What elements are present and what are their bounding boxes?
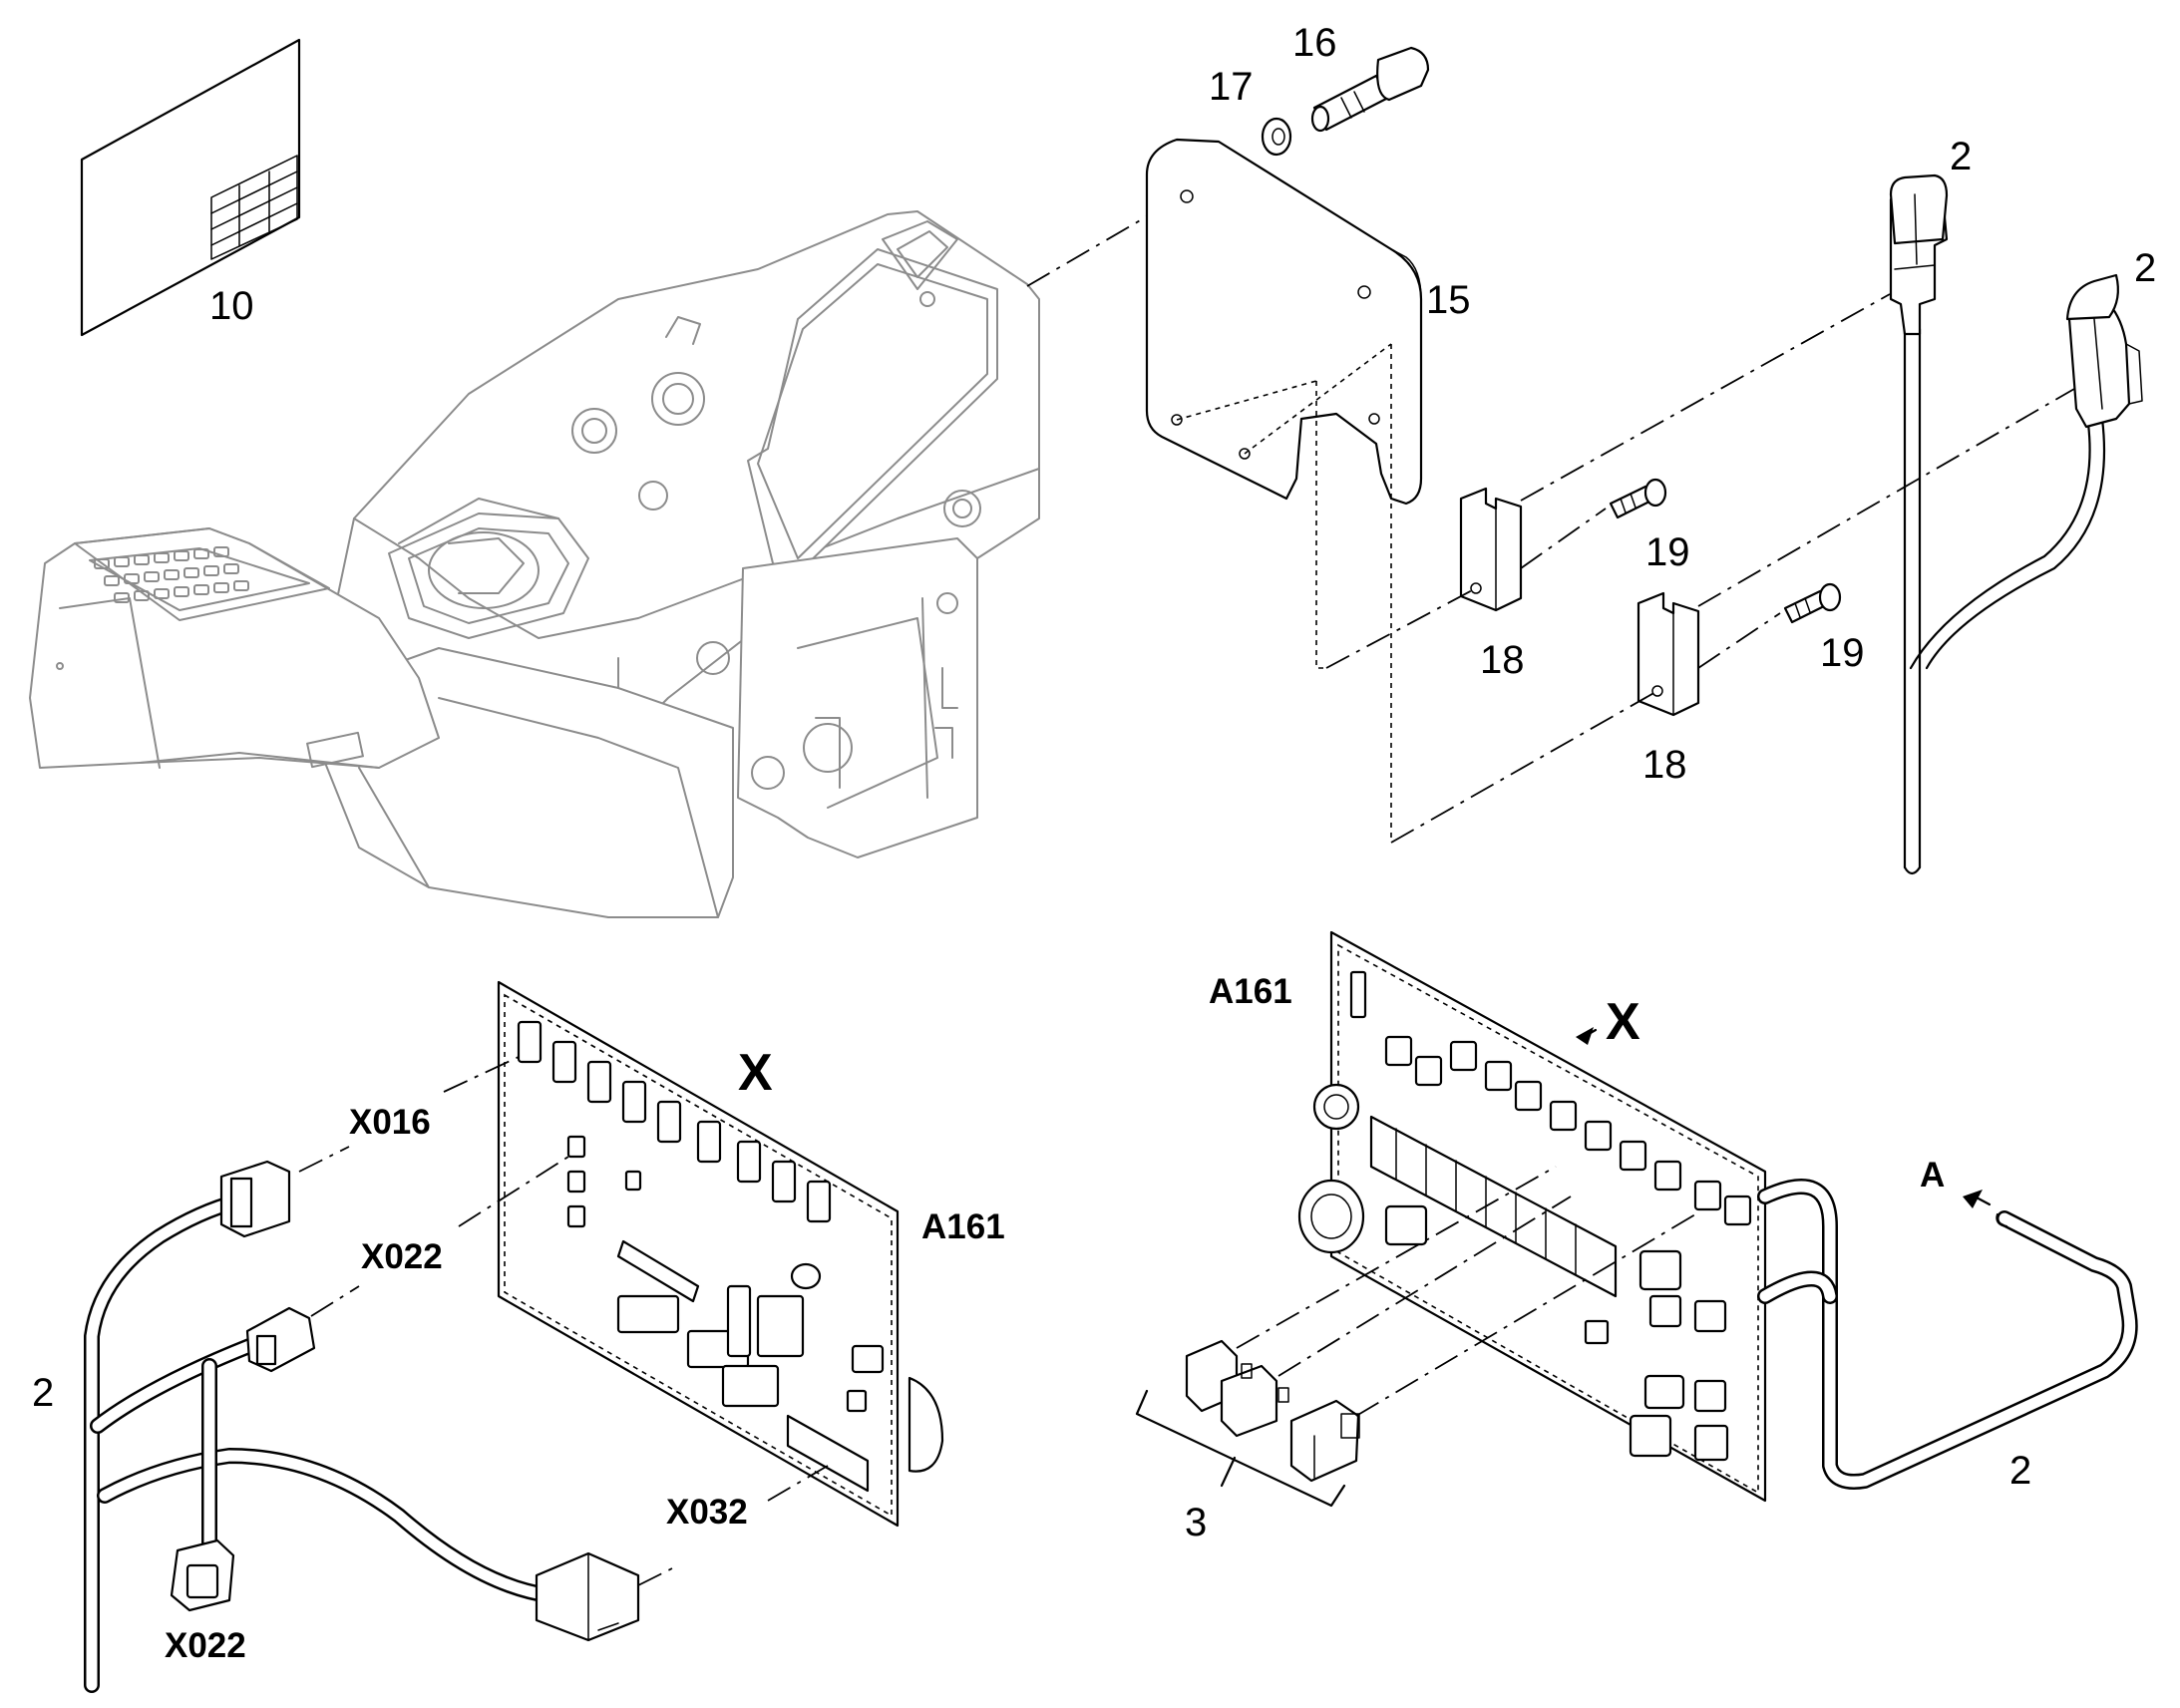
part-screw-19-upper: 19 [1609,478,1690,574]
harness-2-right: 2 A [1757,1156,2138,1493]
part-screw-19-lower: 19 [1783,582,1865,675]
console-housing [29,210,1040,918]
keypad-buttons [94,546,249,603]
label-a161-right: A161 [1209,972,1292,1011]
label-x022-bottom: X022 [165,1626,246,1665]
label-x016: X016 [349,1103,431,1142]
part-connector-2-straight: 2 [1889,135,1972,875]
label-3: 3 [1185,1501,1207,1544]
label-2-harness-left: 2 [32,1371,54,1415]
label-x032: X032 [666,1493,748,1532]
label-a161-left: A161 [921,1207,1005,1246]
label-18-lower: 18 [1642,743,1687,787]
label-x022-top: X022 [361,1237,443,1276]
label-2-harness-right: 2 [2009,1449,2031,1493]
label-19-lower: 19 [1820,631,1865,675]
board-a161-left: X A161 [497,980,1005,1528]
board-right-components [1297,970,1752,1462]
part-relay-set-3: 3 [1135,1339,1360,1544]
part-screw-16: 16 [1292,21,1430,133]
label-10: 10 [209,284,254,328]
label-19-upper: 19 [1645,530,1690,574]
label-15: 15 [1426,278,1471,322]
label-18-upper: 18 [1480,638,1525,682]
view-x-right: X [1606,993,1640,1051]
label-2-upper-connector: 2 [1950,135,1972,178]
board-left-connectors [517,1020,944,1493]
view-a-label: A [1920,1156,1945,1195]
part-bracket-18-lower: 18 [1636,591,1700,787]
label-2-branch-connector: 2 [2134,246,2156,290]
part-washer-17: 17 [1209,65,1292,157]
part-bracket-18-upper: 18 [1459,487,1525,682]
board-a161-right: A161 X [1209,930,1767,1503]
part-sheet-10: 10 [80,38,301,337]
part-plate-15: 15 [1145,138,1471,506]
view-x-left: X [738,1044,773,1102]
part-connector-2-branch: 2 [1909,246,2156,670]
label-17: 17 [1209,65,1254,109]
harness-2-left: 2 [32,1160,640,1693]
label-16: 16 [1292,21,1337,65]
